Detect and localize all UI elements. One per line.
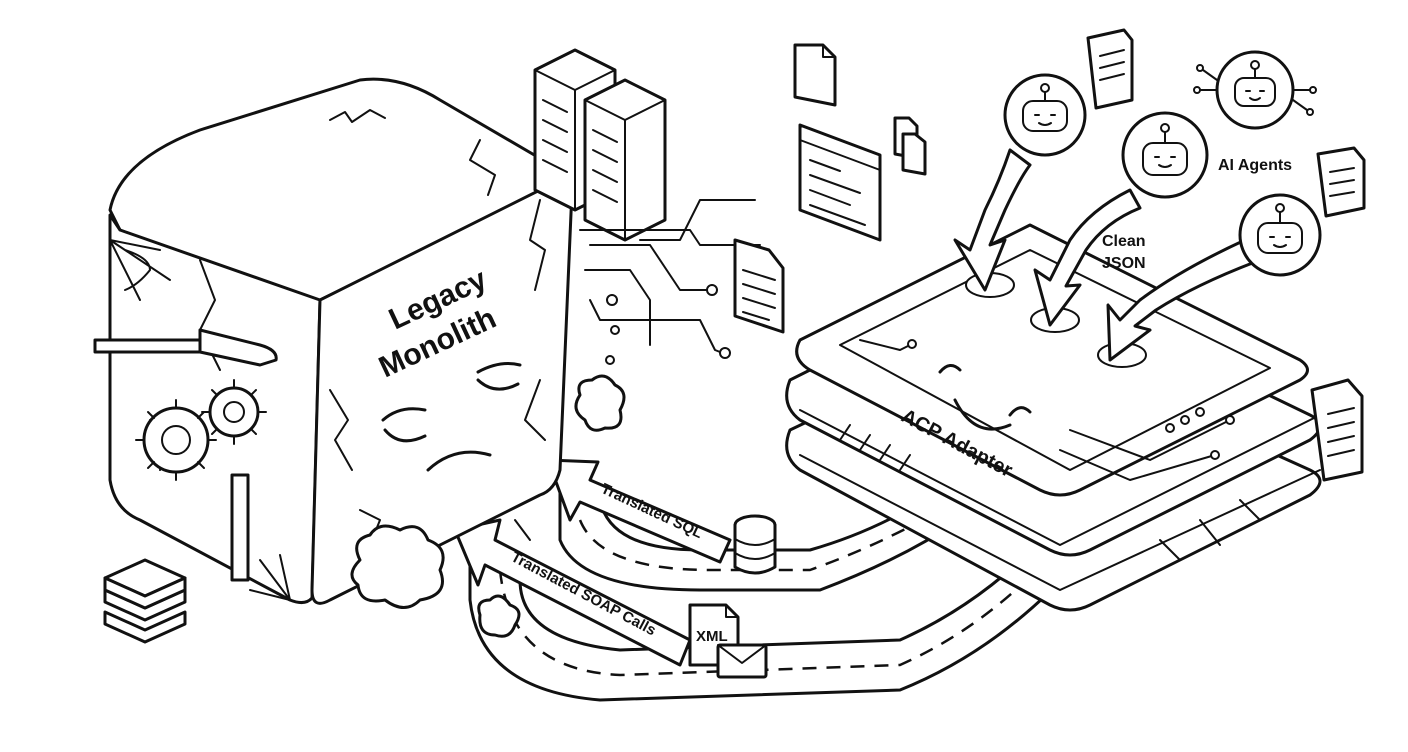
database-icon xyxy=(733,514,777,575)
smoke-puff xyxy=(350,374,626,638)
document-icon xyxy=(733,238,785,334)
gear-icon xyxy=(201,379,267,445)
monolith-right-brow xyxy=(476,362,522,374)
sql-arrow xyxy=(546,458,732,564)
stacked-layers-icon xyxy=(103,558,187,644)
monolith-left-eye xyxy=(383,428,427,443)
browser-window-icon xyxy=(798,123,882,242)
soap-arrow xyxy=(453,518,692,667)
document-icon xyxy=(1086,28,1134,110)
robot-icon xyxy=(1003,73,1087,157)
monolith-left-brow xyxy=(381,407,427,422)
acp-adapter: ACP Adapter xyxy=(785,223,1322,612)
clean-json-label-line2: JSON xyxy=(1102,255,1146,272)
robot-icon xyxy=(1238,193,1322,277)
robot-icon xyxy=(1193,50,1317,130)
document-icon xyxy=(793,43,837,107)
ai-agents-label: AI Agents xyxy=(1218,157,1292,174)
monolith-frown xyxy=(426,450,492,472)
server-rack-icon xyxy=(583,78,667,242)
robot-icon xyxy=(1121,111,1209,199)
envelope-icon xyxy=(716,643,768,679)
adapter-right-eye xyxy=(1008,406,1032,417)
gear-icon xyxy=(135,399,217,481)
circuit-lines xyxy=(579,199,761,365)
document-icon xyxy=(893,116,927,176)
adapter-left-eye xyxy=(938,364,962,374)
adapter-smile xyxy=(953,398,1012,431)
agent-arrow xyxy=(1106,238,1257,362)
monolith-right-eye xyxy=(476,378,520,391)
document-icon xyxy=(1310,378,1364,482)
legacy-monolith: Legacy Monolith xyxy=(93,77,574,605)
agent-arrow xyxy=(953,148,1032,292)
agent-arrow xyxy=(1033,188,1142,327)
xml-doc-label: XML xyxy=(696,628,728,645)
clean-json-label-line1: Clean xyxy=(1102,233,1146,250)
document-icon xyxy=(1316,146,1366,218)
